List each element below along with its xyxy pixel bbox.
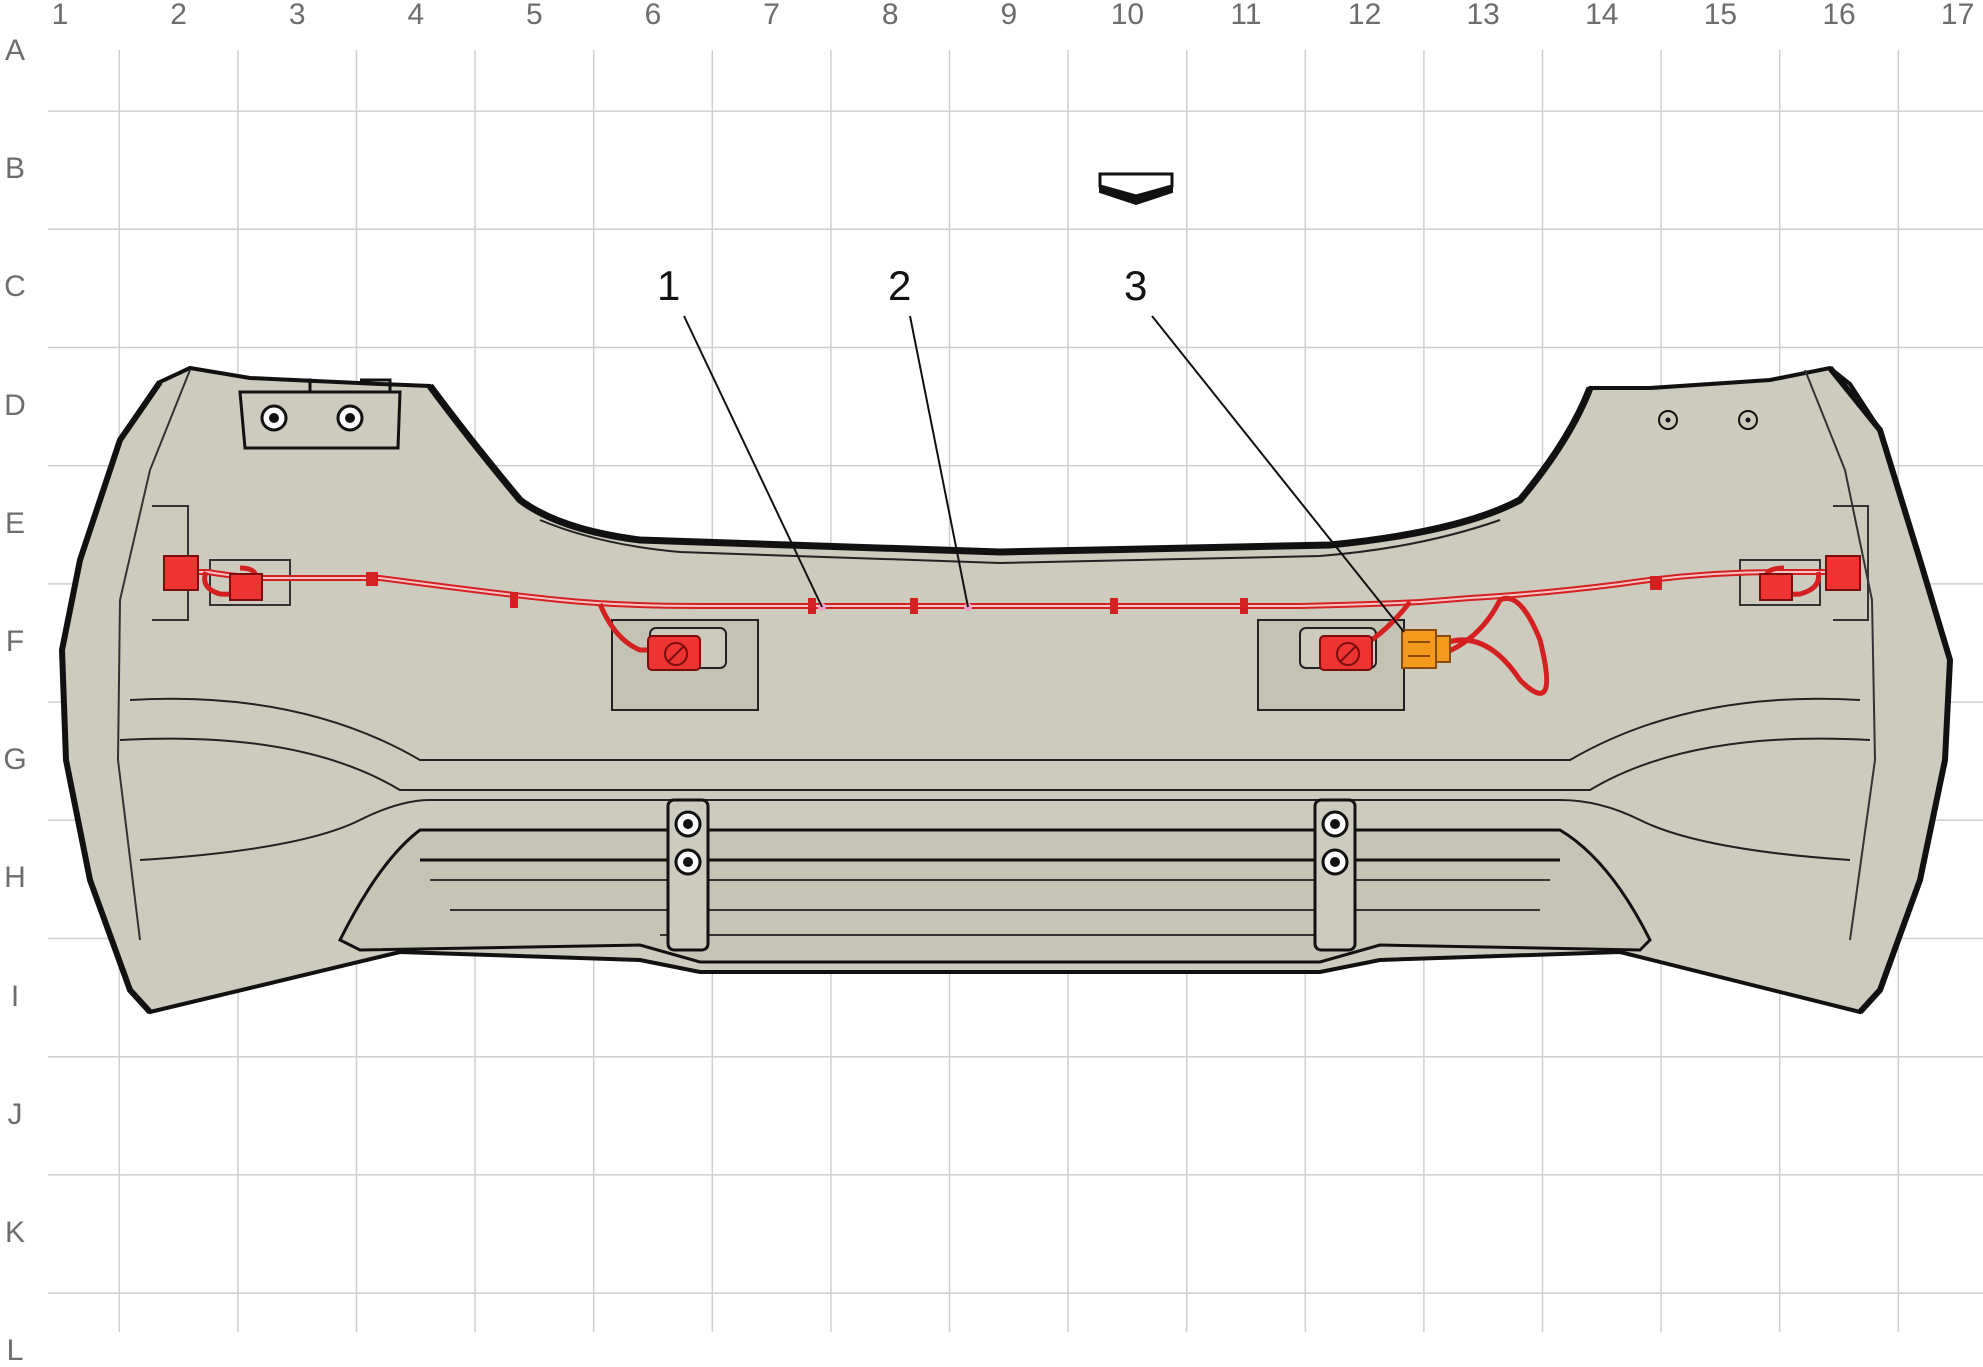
grid-column-label: 7 xyxy=(763,0,780,31)
grid-row-label: J xyxy=(7,1097,23,1131)
grid-column-label: 2 xyxy=(170,0,187,31)
grid-column-label: 1 xyxy=(51,0,69,31)
grid-column-label: 10 xyxy=(1110,0,1145,31)
grid-column-label: 4 xyxy=(407,0,425,31)
left-mounting-bracket xyxy=(238,378,402,450)
grid-column-label: 5 xyxy=(526,0,543,31)
parking-sensor-harness xyxy=(163,555,1861,696)
grid-column-label: 14 xyxy=(1585,0,1619,31)
grid-row-label: I xyxy=(10,979,20,1013)
bumper-harness-diagram xyxy=(48,50,1983,1332)
right-inner-sensor xyxy=(1319,635,1373,671)
grid-row-label: C xyxy=(4,270,26,304)
grid-column-label: 13 xyxy=(1466,0,1500,31)
grid-row-label: F xyxy=(5,625,25,658)
left-inner-sensor xyxy=(647,635,701,671)
grid-column-label: 9 xyxy=(1000,0,1018,31)
right-corner-sensor-connector xyxy=(1759,555,1861,601)
rear-bumper xyxy=(58,365,1954,1015)
grid-row-label: K xyxy=(4,1216,25,1249)
grid-row-label: D xyxy=(4,388,26,422)
callout-2-label: 2 xyxy=(888,262,912,309)
grid-row-label: H xyxy=(4,861,26,895)
lower-diffuser xyxy=(337,828,1652,964)
down-arrow-icon xyxy=(1098,172,1174,206)
grid-row-label: G xyxy=(3,743,27,777)
grid-row-label: E xyxy=(4,506,25,540)
grid-column-label: 15 xyxy=(1703,0,1738,31)
left-tow-bracket xyxy=(666,798,710,952)
left-corner-sensor-connector xyxy=(163,555,263,601)
grid-row-label: A xyxy=(4,34,25,67)
grid-column-label: 12 xyxy=(1347,0,1382,31)
harness-main-connector xyxy=(1401,629,1451,669)
callout-leaders xyxy=(683,315,1405,633)
callout-1-label: 1 xyxy=(657,262,681,309)
grid-column-label: 3 xyxy=(288,0,306,31)
callout-3-label: 3 xyxy=(1124,262,1148,309)
grid-column-label: 11 xyxy=(1230,0,1262,31)
grid-column-label: 16 xyxy=(1822,0,1856,31)
grid-row-label: L xyxy=(6,1334,24,1367)
grid-column-label: 8 xyxy=(881,0,899,31)
right-tow-bracket xyxy=(1313,798,1357,952)
grid-row-label: B xyxy=(4,152,25,186)
grid-column-label: 17 xyxy=(1940,0,1975,31)
grid-column-label: 6 xyxy=(644,0,662,31)
